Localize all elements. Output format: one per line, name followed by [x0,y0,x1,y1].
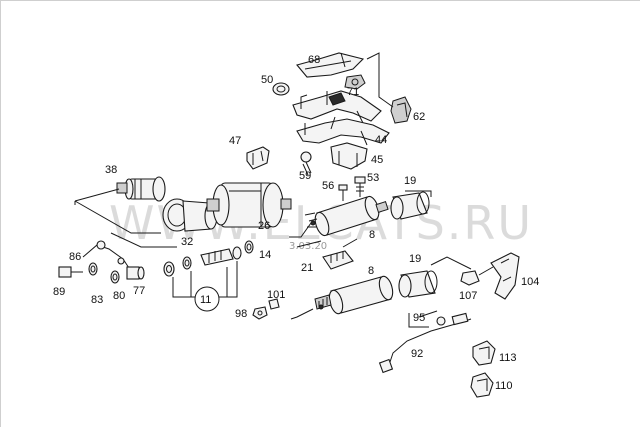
label-38: 38 [105,164,117,176]
label-92: 92 [411,348,423,360]
fuel-line-92 [378,312,472,374]
nut-101 [268,298,280,310]
clip-110 [470,372,494,398]
banjo-bolt-89 [58,266,83,278]
label-83: 83 [91,294,103,306]
callout-circle-11 [194,286,220,312]
leader-95 [408,310,438,328]
leader-8 [296,238,358,248]
label-19-upper: 19 [404,175,416,187]
date-stamp: 3.03.20 [289,241,327,252]
clip-47 [246,146,270,170]
label-113: 113 [499,352,517,364]
leader-38 [74,188,161,234]
label-59: 59 [299,170,311,182]
label-26: 26 [258,220,270,232]
label-11: 11 [200,294,211,306]
grommet-50 [272,82,290,96]
label-95: 95 [413,312,425,324]
leader-26 [289,222,312,238]
washer-80 [110,270,120,284]
union-77 [126,266,145,280]
clamp-45 [330,142,368,170]
fuel-pump-8-upper [304,195,389,237]
label-8-upper: 8 [369,229,375,241]
label-104: 104 [521,276,539,288]
fuel-filter-26 [206,182,292,228]
bracket-104 [490,252,520,300]
leader-11 [172,261,238,298]
bolt-56 [338,184,348,201]
label-53: 53 [367,172,379,184]
label-89: 89 [53,286,65,298]
label-80: 80 [113,290,125,302]
label-56: 56 [322,180,334,192]
clip-113 [472,340,496,366]
label-110: 110 [495,380,513,392]
washer-83 [88,262,98,276]
label-50: 50 [261,74,273,86]
bolt-53 [354,176,366,197]
nut-98 [252,306,268,320]
label-19-lower: 19 [409,253,421,265]
bolt-59 [300,151,312,176]
leader-pump-lower [290,308,314,320]
label-47: 47 [229,135,241,147]
label-44: 44 [375,134,387,146]
sleeve-19-lower [398,270,438,298]
label-107: 107 [459,290,477,302]
label-71: 71 [347,86,359,98]
washer-14 [244,240,254,254]
sleeve-19-upper [390,191,430,220]
bracket-68 [296,52,365,78]
label-45: 45 [371,154,383,166]
label-14: 14 [259,249,271,261]
label-32: 32 [181,236,193,248]
label-8-lower: 8 [368,265,374,277]
label-62: 62 [413,111,425,123]
nut-71 [344,74,366,90]
leader-32 [110,232,177,248]
label-86: 86 [69,251,81,263]
nut-107 [460,270,480,286]
leader-19-upper [405,190,432,197]
label-98: 98 [235,308,247,320]
label-77: 77 [133,285,145,297]
fuel-pump-8-lower [314,275,394,315]
accumulator-38 [116,176,166,202]
label-21: 21 [301,262,313,274]
bracket-44-upper [292,90,382,124]
washer-group-11 [163,246,242,277]
label-101: 101 [267,289,285,301]
leader-104 [430,256,494,276]
connector-21 [322,250,354,270]
label-68: 68 [308,54,320,66]
bracket-44-lower [296,116,390,146]
leader-68-62 [366,52,394,108]
clip-62 [390,96,412,124]
